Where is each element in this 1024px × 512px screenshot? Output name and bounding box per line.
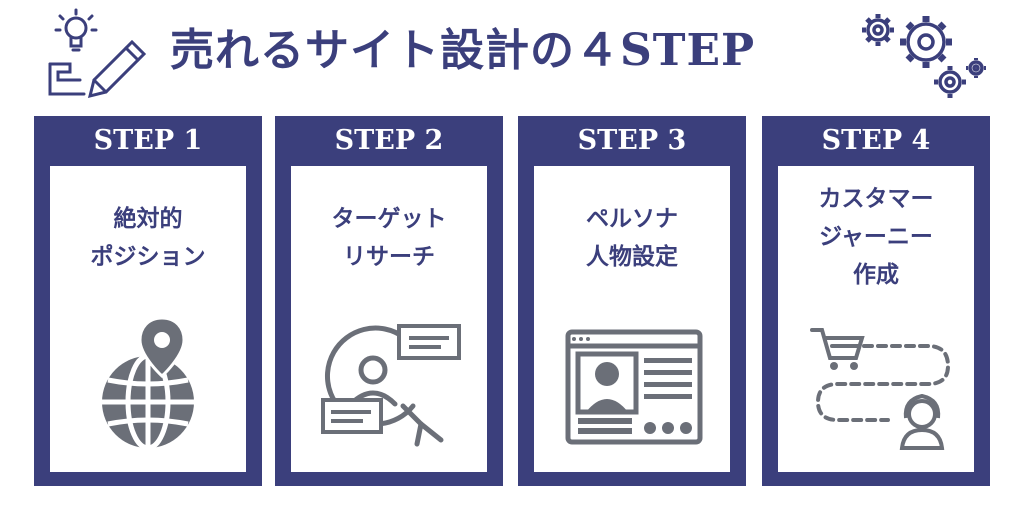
step-label: STEP 2 xyxy=(334,125,444,156)
page-title: 売れるサイト設計の４STEP xyxy=(170,25,756,76)
step-label: STEP 3 xyxy=(577,125,687,156)
step-card-3: STEP 3 ペルソナ 人物設定 xyxy=(518,116,746,486)
step-title-line: ペルソナ xyxy=(586,206,678,232)
step-label: STEP 4 xyxy=(821,125,931,156)
step-content: カスタマー ジャーニー 作成 xyxy=(778,166,974,472)
step-card-1: STEP 1 絶対的 ポジション xyxy=(34,116,262,486)
step-card-2: STEP 2 ターゲット リサーチ xyxy=(275,116,503,486)
step-title: ターゲット リサーチ xyxy=(291,200,487,276)
header: 売れるサイト設計の４STEP xyxy=(0,0,1024,110)
step-content: 絶対的 ポジション xyxy=(50,166,246,472)
step-title-line: ポジション xyxy=(90,244,206,270)
step-cards: STEP 1 絶対的 ポジション xyxy=(0,116,1024,488)
step-title: カスタマー ジャーニー 作成 xyxy=(778,180,974,294)
step-content: ペルソナ 人物設定 xyxy=(534,166,730,472)
step-title: 絶対的 ポジション xyxy=(50,200,246,276)
step-title-line: 作成 xyxy=(853,262,899,288)
gears-icon xyxy=(862,14,986,98)
step-title-line: 人物設定 xyxy=(586,244,678,270)
step-title-line: ターゲット xyxy=(331,206,447,232)
step-title-line: リサーチ xyxy=(343,244,435,270)
step-label: STEP 1 xyxy=(93,125,203,156)
globe-location-icon xyxy=(102,316,194,451)
lightbulb-pencil-icon xyxy=(48,8,147,99)
step-title-line: ジャーニー xyxy=(819,224,933,250)
profile-card-icon xyxy=(565,329,703,445)
user-search-icon xyxy=(321,324,461,447)
step-title-line: 絶対的 xyxy=(113,206,183,232)
step-card-4: STEP 4 カスタマー ジャーニー 作成 xyxy=(762,116,990,486)
step-content: ターゲット リサーチ xyxy=(291,166,487,472)
step-title-line: カスタマー xyxy=(818,186,934,212)
cart-journey-icon xyxy=(810,328,951,450)
step-title: ペルソナ 人物設定 xyxy=(534,200,730,276)
